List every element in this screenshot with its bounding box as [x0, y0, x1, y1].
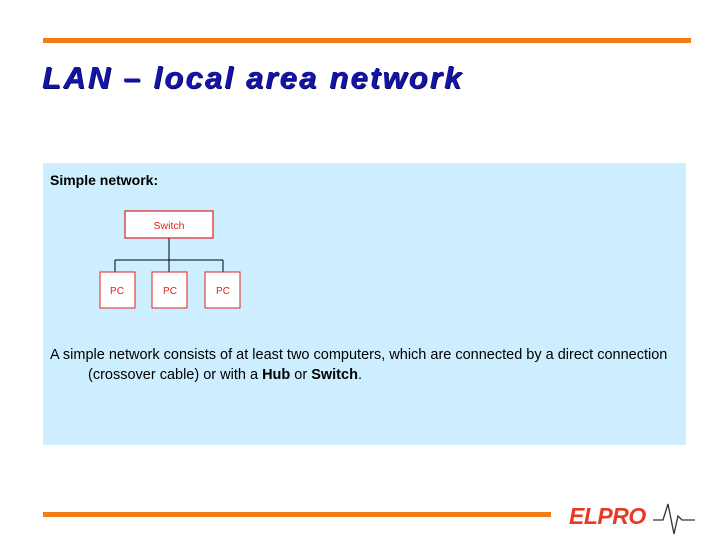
signal-wave-icon: [653, 503, 695, 535]
network-diagram: Switch PC PC PC: [99, 210, 241, 309]
bottom-accent-bar: [43, 512, 551, 517]
switch-label: Switch: [154, 220, 185, 232]
switch-term: Switch: [311, 367, 358, 383]
pc-box-1: [99, 271, 136, 309]
panel-heading: Simple network:: [50, 172, 159, 188]
content-panel: Simple network: Switch PC PC PC A simple…: [43, 163, 686, 445]
top-accent-bar: [43, 38, 691, 43]
logo-text: ELPRO: [569, 503, 646, 529]
description-part-1: A simple network consists of at least tw…: [50, 347, 668, 383]
description-text: A simple network consists of at least tw…: [50, 345, 713, 385]
pc-box-2: [151, 271, 188, 309]
elpro-logo: ELPRO: [569, 503, 695, 535]
description-part-3: .: [357, 367, 362, 383]
switch-box: [124, 210, 214, 239]
pc-box-3: [204, 271, 241, 309]
pc-label-1: PC: [110, 286, 124, 297]
hub-term: Hub: [262, 367, 291, 383]
description-part-2: or: [290, 367, 312, 383]
slide-title: LAN – local area network: [42, 60, 464, 95]
pc-label-2: PC: [163, 286, 177, 297]
pc-label-3: PC: [216, 286, 230, 297]
